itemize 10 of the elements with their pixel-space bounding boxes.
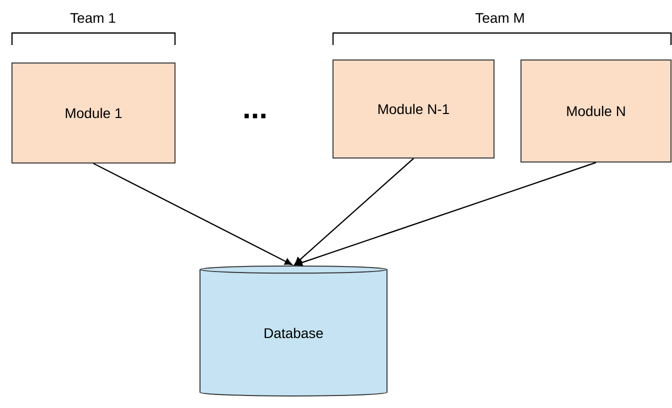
module-box: Module N-1: [332, 60, 494, 158]
module-box: Module N: [520, 60, 672, 162]
database-cylinder: Database: [200, 265, 388, 396]
ellipsis: ...: [244, 114, 266, 118]
module-box: Module 1: [12, 62, 176, 164]
team-label: Team 1: [70, 13, 116, 23]
team-label: Team M: [475, 13, 524, 23]
arrow: [93, 162, 292, 266]
arrow: [294, 158, 414, 265]
arrow: [294, 162, 596, 266]
